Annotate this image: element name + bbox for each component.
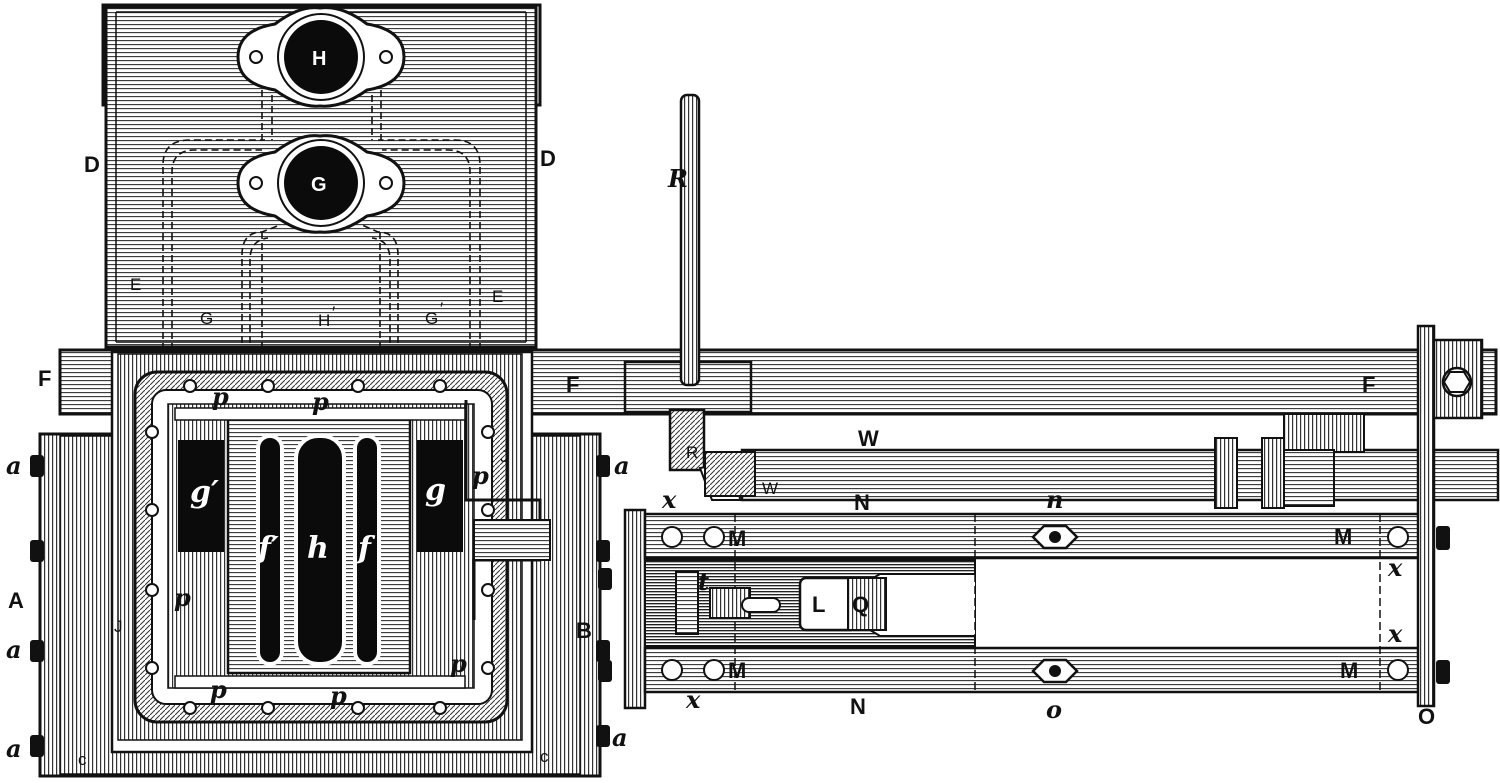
label-a-casing: A (8, 588, 24, 613)
label-g: G (311, 174, 327, 196)
label-a-bolt-4: a (614, 451, 630, 480)
label-h: H (312, 48, 326, 70)
label-h-prime-mark: ′ (332, 303, 335, 322)
label-p-bottom-2: p (330, 681, 347, 710)
label-t: t (698, 567, 709, 596)
label-h-prime: H (318, 311, 330, 330)
label-q: Q (852, 592, 869, 617)
label-g-prime-port: g′ (190, 475, 219, 510)
label-g-port: g (425, 473, 446, 508)
side-bolts-right (596, 455, 610, 747)
label-j-left: J (114, 617, 123, 636)
label-m-4: M (1340, 658, 1358, 683)
rod-w (704, 413, 1500, 509)
label-n-nut: n (1046, 485, 1063, 514)
label-a-bolt-5: a (612, 723, 628, 752)
label-g-prime-mark: ′ (440, 299, 443, 318)
label-x-1: x (661, 485, 677, 514)
label-g-prime: G (425, 309, 438, 328)
label-p-top-1: p (212, 382, 229, 411)
label-p-left: p (174, 583, 191, 612)
label-p-right: p (472, 461, 489, 490)
label-r-lower: R (686, 443, 698, 462)
label-x-4: x (685, 685, 701, 714)
label-g-lower: G (200, 309, 213, 328)
label-n-top: N (854, 490, 870, 515)
label-o-nut: o (1046, 695, 1062, 724)
label-b-casing: B (576, 618, 592, 643)
label-j-right: J (500, 447, 509, 466)
label-m-1: M (728, 526, 746, 551)
label-x-3: x (1387, 619, 1403, 648)
label-a-bolt-3: a (6, 734, 22, 763)
label-d-left: D (84, 152, 100, 177)
lever-r (668, 93, 742, 501)
label-f-prime-port: f′ (256, 531, 279, 566)
label-o: O (1418, 704, 1435, 729)
label-d-right: D (540, 146, 556, 171)
label-w-top: W (858, 426, 879, 451)
label-a-bolt-2: a (6, 635, 22, 664)
label-r: R (667, 164, 688, 193)
slide-frame (598, 324, 1450, 710)
cylinder-casing (38, 350, 602, 778)
flange-h (236, 6, 406, 108)
label-e-right: E (492, 287, 503, 306)
part-labels: H G D D R E E G H ′ G ′ F F F p p J p g′… (6, 48, 1435, 769)
label-l: L (812, 592, 825, 617)
label-c-left: c (78, 750, 87, 769)
label-p-top-2: p (312, 387, 329, 416)
label-w-lower: W (762, 479, 778, 498)
label-m-2: M (1334, 524, 1352, 549)
label-m-3: M (728, 658, 746, 683)
label-e-left: E (130, 275, 141, 294)
label-f-right: F (1362, 372, 1375, 397)
label-p-bottom-right: p (450, 649, 467, 678)
label-c-right: c (540, 747, 549, 766)
label-x-2: x (1387, 553, 1403, 582)
label-f-left: F (38, 366, 51, 391)
label-h-port: h (307, 531, 329, 566)
label-p-bottom-1: p (210, 675, 227, 704)
label-a-bolt-1: a (6, 451, 22, 480)
flange-g (236, 134, 406, 234)
label-n-bottom: N (850, 694, 866, 719)
side-bolts-left (30, 455, 44, 757)
label-f-mid: F (566, 372, 579, 397)
